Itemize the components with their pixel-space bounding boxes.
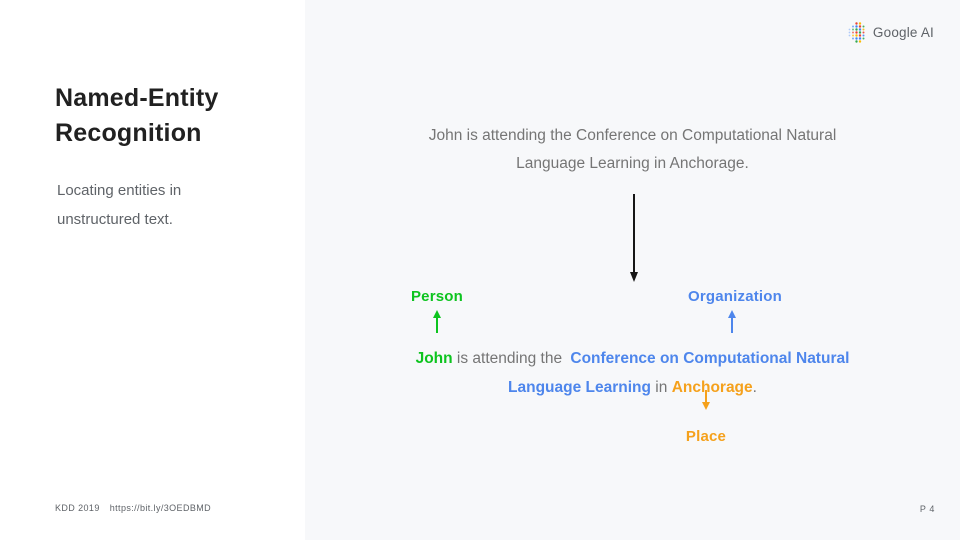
page-title-line-1: Named-Entity — [55, 83, 219, 112]
annotated-between-1: is attending the — [452, 350, 567, 367]
annotated-period: . — [752, 378, 757, 396]
page-title: Named-Entity Recognition — [55, 81, 285, 151]
organization-label: Organization — [687, 288, 783, 305]
google-ai-logo-text: Google AI — [872, 25, 934, 40]
subtitle-line-2: unstructured text. — [57, 211, 173, 228]
place-down-arrow-icon — [701, 390, 711, 410]
annotated-sentence: John is attending the Conference on Comp… — [305, 345, 960, 402]
person-label: Person — [410, 288, 464, 305]
annotated-sentence-line-1: John is attending the Conference on Comp… — [305, 345, 960, 374]
main-panel: Google AI John is attending the Conferen… — [305, 0, 960, 540]
page-title-line-2: Recognition — [55, 118, 202, 147]
google-ai-logo: Google AI — [848, 22, 934, 43]
entity-person: John — [415, 350, 453, 367]
entity-place: Anchorage — [671, 378, 753, 396]
down-arrow-head — [630, 272, 638, 282]
plain-sentence: John is attending the Conference on Comp… — [305, 122, 960, 178]
person-up-arrow-icon — [432, 310, 442, 333]
entity-organization-part-2: Language Learning — [508, 378, 651, 396]
page-number: P 4 — [919, 504, 935, 514]
down-arrow-icon — [629, 194, 639, 282]
down-arrow-stem — [633, 194, 635, 272]
subtitle-line-1: Locating entities in — [57, 182, 182, 199]
organization-up-arrow-icon — [727, 310, 737, 333]
subtitle: Locating entities in unstructured text. — [57, 176, 277, 234]
entity-organization-part-1: Conference on Computational Natural — [570, 350, 850, 367]
plain-sentence-line-1: John is attending the Conference on Comp… — [428, 127, 837, 144]
left-panel: Named-Entity Recognition Locating entiti… — [0, 0, 305, 540]
footer-conference: KDD 2019 — [55, 503, 100, 513]
annotated-sentence-line-2: Language Learning in Anchorage. — [305, 374, 960, 403]
footer: KDD 2019 https://bit.ly/3OEDBMD — [55, 503, 211, 513]
place-label: Place — [685, 428, 727, 445]
footer-url: https://bit.ly/3OEDBMD — [109, 503, 212, 513]
annotated-between-2: in — [651, 378, 672, 396]
plain-sentence-line-2: Language Learning in Anchorage. — [516, 155, 749, 172]
google-ai-dots-icon — [848, 22, 865, 43]
